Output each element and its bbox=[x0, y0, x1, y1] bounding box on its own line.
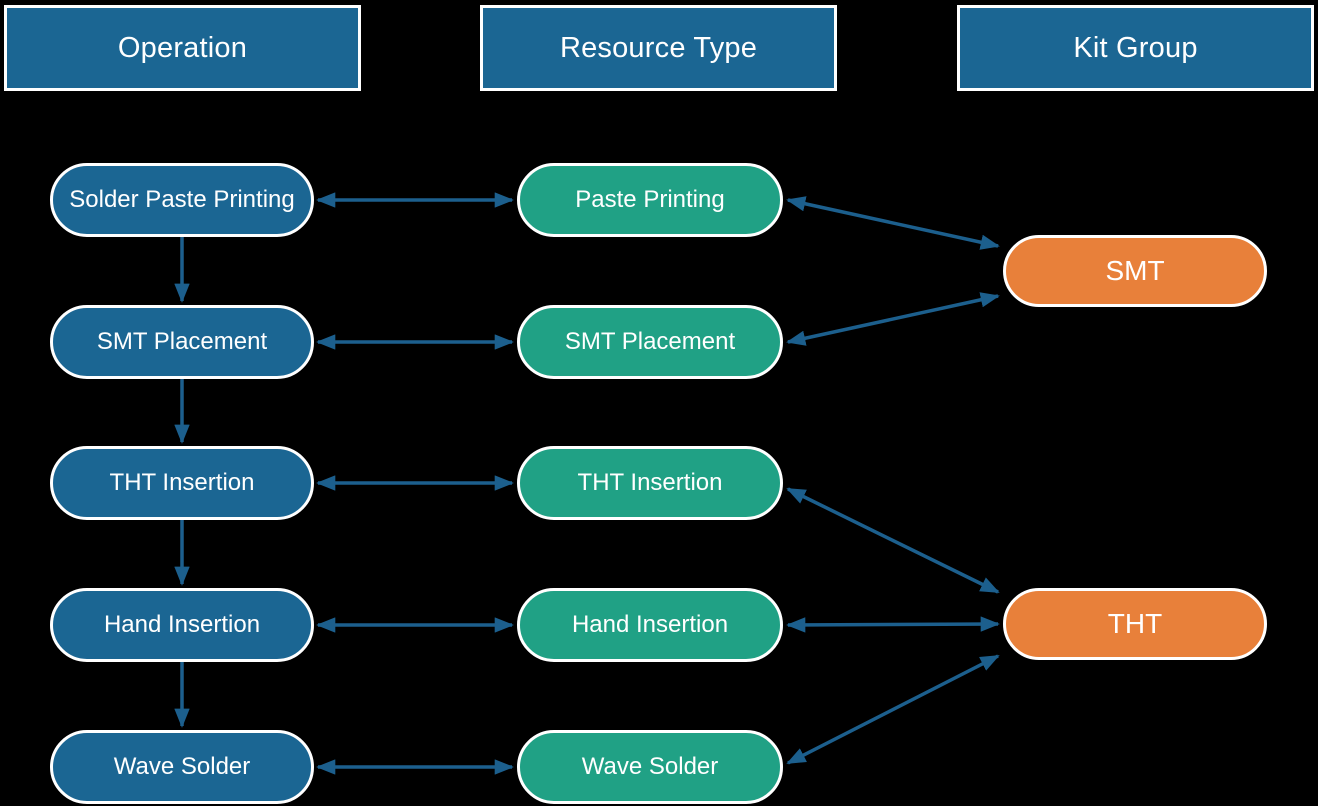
operation-node-smt-placement: SMT Placement bbox=[50, 305, 314, 379]
column-header-operation: Operation bbox=[4, 5, 361, 91]
resource-node-smt-placement: SMT Placement bbox=[517, 305, 783, 379]
column-header-kit-group: Kit Group bbox=[957, 5, 1314, 91]
operation-node-hand-insertion: Hand Insertion bbox=[50, 588, 314, 662]
operation-node-solder-paste-printing: Solder Paste Printing bbox=[50, 163, 314, 237]
connector-paste-printing-smt bbox=[786, 196, 1000, 250]
resource-node-tht-insertion: THT Insertion bbox=[517, 446, 783, 520]
kit-node-tht: THT bbox=[1003, 588, 1267, 660]
operation-node-wave-solder: Wave Solder bbox=[50, 730, 314, 804]
resource-node-wave-solder: Wave Solder bbox=[517, 730, 783, 804]
resource-node-paste-printing: Paste Printing bbox=[517, 163, 783, 237]
connector-tht-insertion-tht bbox=[786, 487, 1000, 594]
connector-hand-insertion-tht bbox=[786, 616, 1000, 633]
connector-wave-solder-tht bbox=[786, 654, 1000, 765]
column-header-resource-type: Resource Type bbox=[480, 5, 837, 91]
kit-node-smt: SMT bbox=[1003, 235, 1267, 307]
resource-node-hand-insertion: Hand Insertion bbox=[517, 588, 783, 662]
operation-node-tht-insertion: THT Insertion bbox=[50, 446, 314, 520]
connector-smt-placement-smt bbox=[786, 292, 1000, 346]
